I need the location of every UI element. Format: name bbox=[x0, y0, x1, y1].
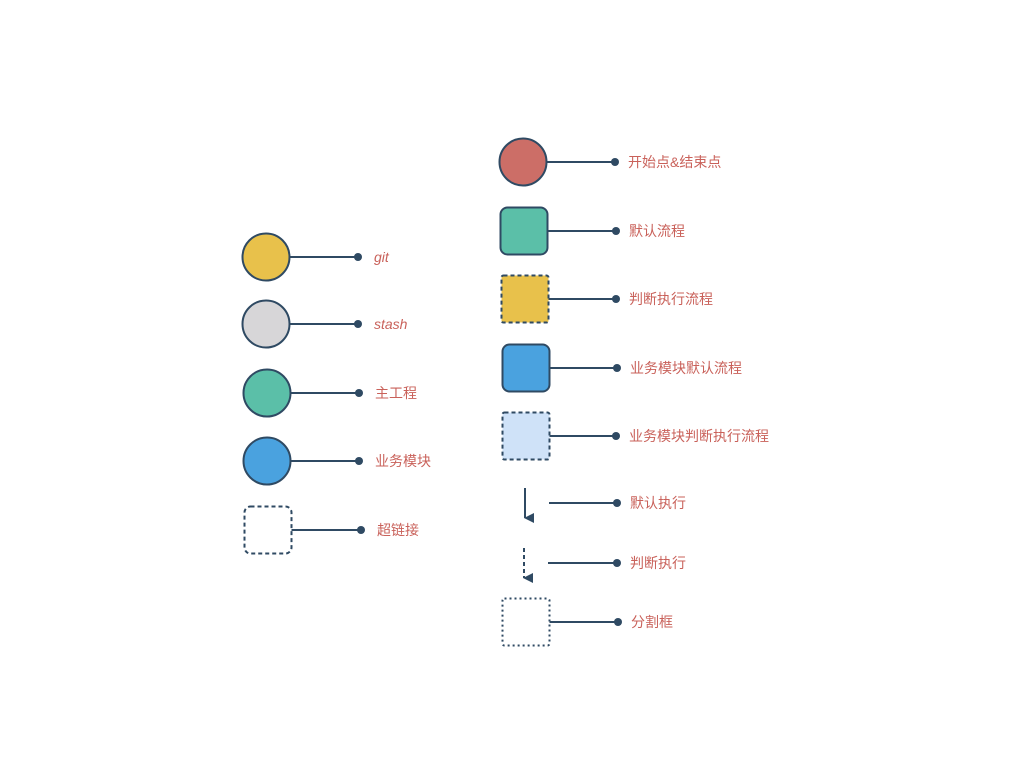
right-item-2-connector-dot bbox=[612, 295, 620, 303]
right-item-7-connector-dot bbox=[614, 618, 622, 626]
right-item-7-square-icon bbox=[501, 597, 551, 647]
left-item-3-label: 业务模块 bbox=[375, 453, 431, 469]
right-item-1-label: 默认流程 bbox=[629, 223, 685, 239]
right-item-2-square-icon bbox=[500, 274, 550, 324]
left-item-2-label: 主工程 bbox=[375, 385, 417, 401]
left-item-3-connector-dot bbox=[355, 457, 363, 465]
right-item-4-square-icon bbox=[501, 411, 551, 461]
left-legend bbox=[241, 232, 365, 555]
right-item-4-label: 业务模块判断执行流程 bbox=[629, 428, 769, 444]
right-item-7-label: 分割框 bbox=[631, 614, 673, 630]
right-item-1-square-icon bbox=[499, 206, 549, 256]
left-item-4-label: 超链接 bbox=[377, 522, 419, 538]
left-item-4-connector-dot bbox=[357, 526, 365, 534]
right-item-2-label: 判断执行流程 bbox=[629, 291, 713, 307]
right-item-4-connector-dot bbox=[612, 432, 620, 440]
left-item-2-circle-icon bbox=[242, 368, 292, 418]
right-item-3-connector-dot bbox=[613, 364, 621, 372]
right-item-0-circle-icon bbox=[498, 137, 548, 187]
right-item-1-connector-dot bbox=[612, 227, 620, 235]
right-item-3-label: 业务模块默认流程 bbox=[630, 360, 742, 376]
right-item-0-label: 开始点&结束点 bbox=[628, 154, 722, 170]
right-item-6-connector-dot bbox=[613, 559, 621, 567]
right-item-5-label: 默认执行 bbox=[630, 495, 686, 511]
left-item-0-circle-icon bbox=[241, 232, 291, 282]
left-item-2-connector-dot bbox=[355, 389, 363, 397]
right-item-5-connector-dot bbox=[613, 499, 621, 507]
right-item-0-connector-dot bbox=[611, 158, 619, 166]
right-item-3-square-icon bbox=[501, 343, 551, 393]
left-item-1-connector-dot bbox=[354, 320, 362, 328]
right-legend bbox=[498, 137, 622, 647]
left-item-1-label: stash bbox=[374, 316, 408, 332]
left-item-1-circle-icon bbox=[241, 299, 291, 349]
left-item-0-label: git bbox=[374, 249, 389, 265]
right-item-6-label: 判断执行 bbox=[630, 555, 686, 571]
left-item-0-connector-dot bbox=[354, 253, 362, 261]
left-item-3-circle-icon bbox=[242, 436, 292, 486]
left-item-4-square-icon bbox=[243, 505, 293, 555]
